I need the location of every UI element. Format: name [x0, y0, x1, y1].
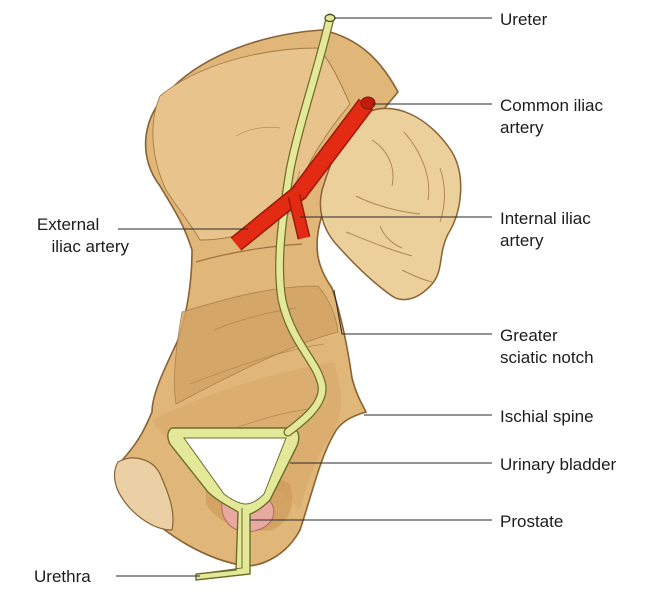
label-urinary-bladder: Urinary bladder — [500, 455, 617, 474]
artery-cut-end — [361, 97, 375, 109]
label-external-iliac-artery: External iliac artery — [37, 215, 130, 256]
label-common-iliac-artery: Common iliac artery — [500, 96, 608, 137]
label-urethra: Urethra — [34, 567, 91, 586]
label-greater-sciatic-notch: Greater sciatic notch — [500, 326, 594, 367]
label-ureter: Ureter — [500, 10, 548, 29]
label-prostate: Prostate — [500, 512, 563, 531]
label-internal-iliac-artery: Internal iliac artery — [500, 209, 595, 250]
label-ischial-spine: Ischial spine — [500, 407, 594, 426]
ureter-cut-end — [325, 15, 335, 22]
